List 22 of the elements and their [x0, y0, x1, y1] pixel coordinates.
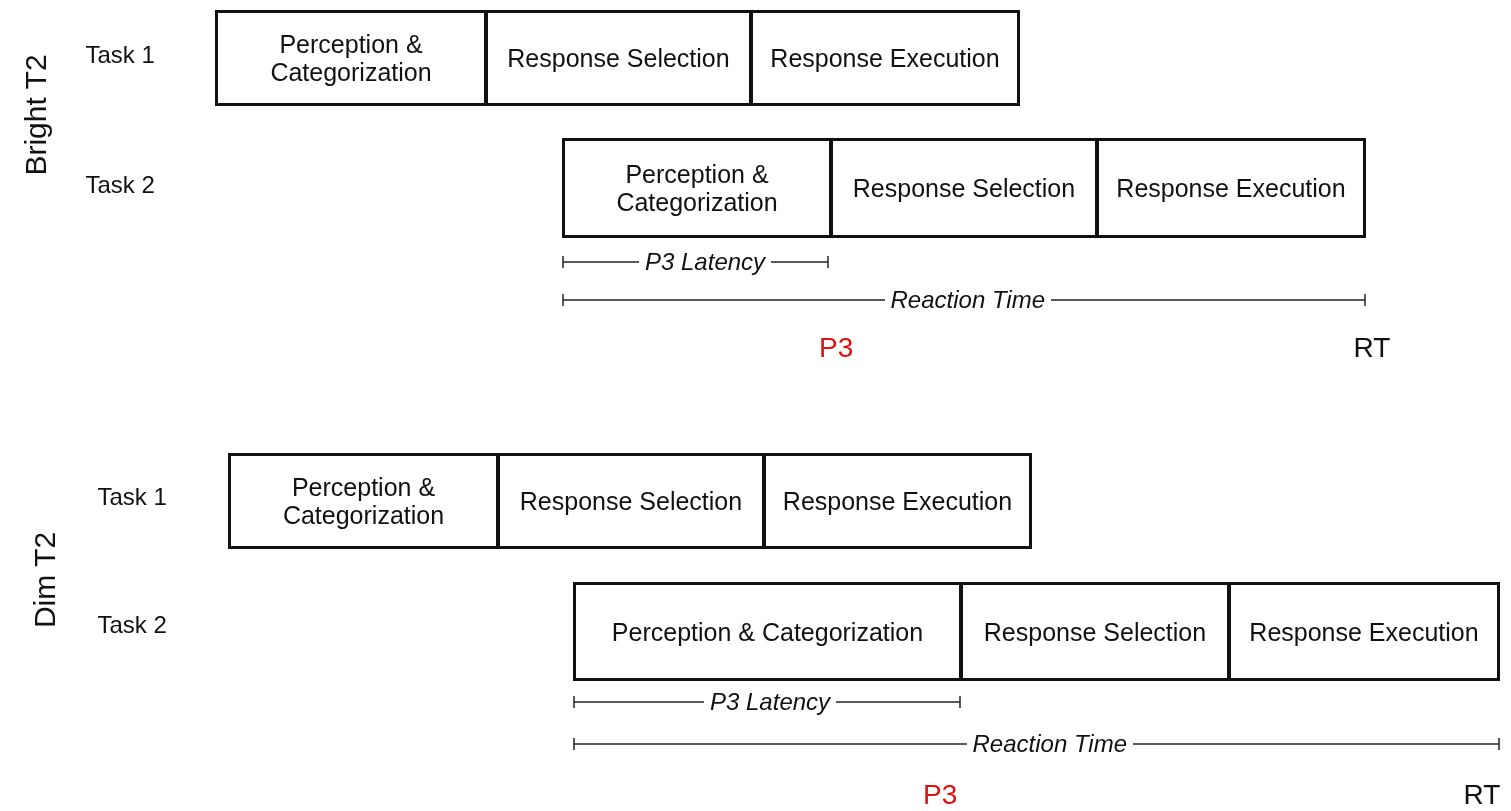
stage-box: Perception & Categorization: [228, 453, 499, 549]
event-label: P3: [923, 781, 958, 809]
stage-box: Response Execution: [1228, 582, 1500, 681]
task-label: Task 1: [85, 41, 155, 69]
condition-label: Dim T2: [31, 531, 60, 629]
event-label: RT: [1463, 781, 1501, 809]
stage-box: Response Execution: [763, 453, 1032, 549]
event-label: RT: [1353, 334, 1391, 362]
event-label: P3: [819, 334, 854, 362]
stage-box: Perception & Categorization: [562, 138, 832, 238]
condition-label: Bright T2: [21, 54, 50, 176]
task-label: Task 1: [97, 483, 167, 511]
stage-box: Response Selection: [960, 582, 1230, 681]
stage-box: Perception & Categorization: [573, 582, 962, 681]
stage-box: Response Selection: [485, 10, 752, 106]
task-label: Task 2: [97, 611, 167, 639]
stage-box: Perception & Categorization: [215, 10, 487, 106]
task-label: Task 2: [85, 171, 155, 199]
stage-box: Response Execution: [1096, 138, 1366, 238]
stage-box: Response Selection: [830, 138, 1098, 238]
stage-box: Response Execution: [750, 10, 1020, 106]
stage-box: Response Selection: [497, 453, 765, 549]
